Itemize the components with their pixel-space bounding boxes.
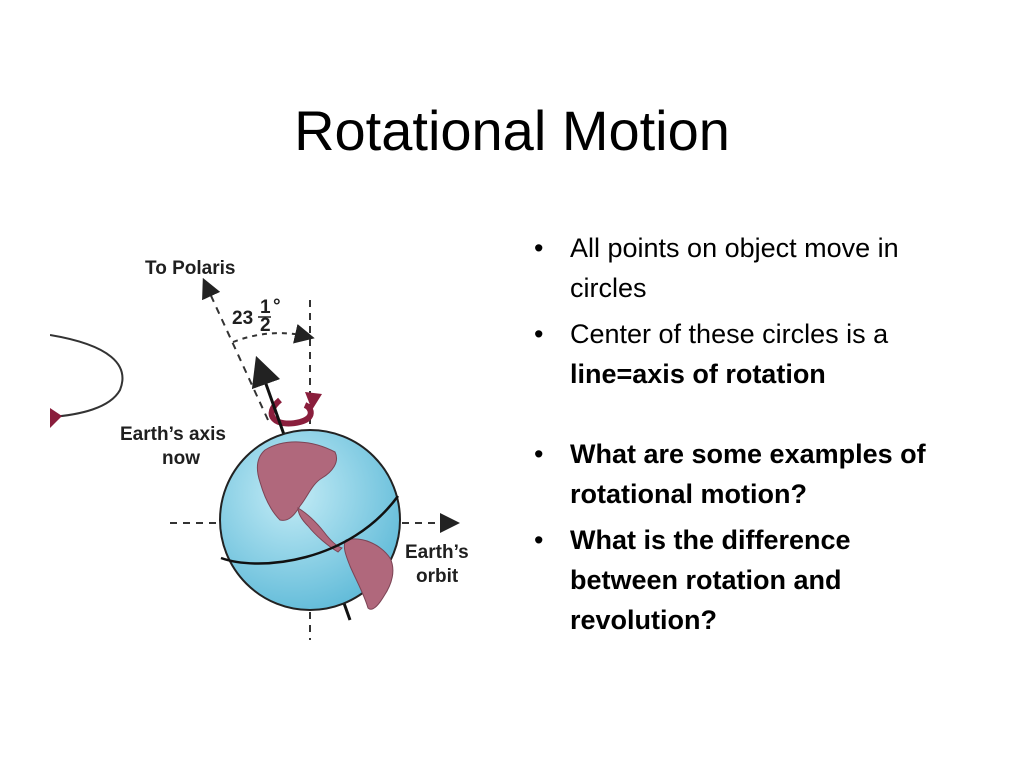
earth-axis-label-line2: now	[162, 448, 200, 469]
orbit-path	[50, 334, 124, 418]
bullet-text: All points on object move in circles	[570, 233, 899, 303]
bullet-item: All points on object move in circles	[530, 228, 950, 308]
earth-rotation-figure: To Polaris 23 1 2 ° Earth’s axis now Ear…	[50, 240, 500, 640]
slide-title: Rotational Motion	[294, 99, 730, 162]
earth-orbit-label-line1: Earth’s	[405, 542, 469, 563]
north-america-shape	[256, 441, 337, 521]
rotation-arrow-head	[305, 392, 322, 410]
earth-diagram: To Polaris 23 1 2 ° Earth’s axis now Ear…	[50, 258, 469, 640]
bullet-text: Center of these circles is a	[570, 319, 889, 349]
bullet-item: Center of these circles is a line=axis o…	[530, 314, 950, 394]
bullet-list: All points on object move in circles Cen…	[530, 228, 950, 640]
polaris-direction-line	[202, 277, 269, 421]
rotation-arrow	[268, 397, 314, 427]
bullet-item: What is the difference between rotation …	[530, 520, 950, 640]
central-america-shape	[297, 507, 343, 553]
bullet-text-bold: What is the difference between rotation …	[570, 525, 851, 635]
to-polaris-label: To Polaris	[145, 258, 235, 279]
tilt-angle-numerator: 1	[260, 297, 271, 318]
earth-axis-label-line1: Earth’s axis	[120, 424, 226, 445]
bullet-text-bold: line=axis of rotation	[570, 359, 826, 389]
orbit-direction-marker	[50, 408, 62, 428]
tilt-angle-whole: 23	[232, 308, 253, 329]
bullet-item: What are some examples of rotational mot…	[530, 434, 950, 514]
earth-orbit-label-line2: orbit	[416, 566, 459, 587]
south-america-shape	[343, 538, 394, 610]
tilt-angle-denominator: 2	[260, 315, 271, 336]
tilt-degree-sign: °	[273, 296, 281, 317]
equator-line	[220, 495, 400, 565]
bullet-text-bold: What are some examples of rotational mot…	[570, 439, 926, 509]
